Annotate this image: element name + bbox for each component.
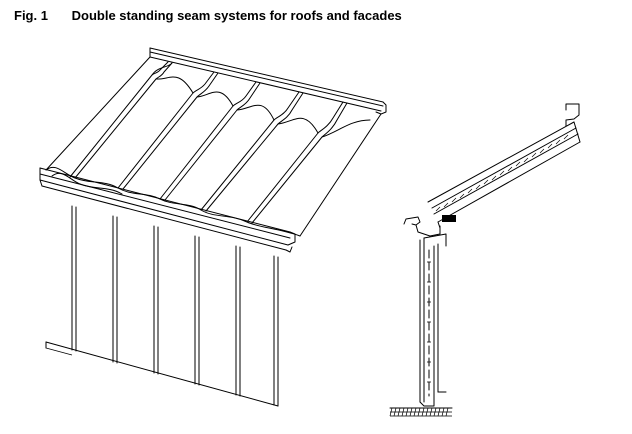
figure-label: Fig. 1 — [14, 8, 48, 23]
roof-right-edge — [299, 113, 382, 237]
roof-slope-section — [427, 121, 581, 229]
roof-left-edge — [45, 56, 151, 171]
eave-gutter — [403, 216, 421, 226]
ridge-hook — [565, 103, 580, 127]
panel-profile-top — [151, 62, 371, 138]
facade-panels — [45, 205, 279, 407]
eave-rail — [39, 166, 301, 253]
ridge-rail — [149, 47, 387, 115]
eave-block — [442, 215, 456, 222]
ground-hatch — [389, 407, 453, 417]
wall-section — [419, 233, 447, 407]
roof-facade-isometric — [39, 47, 387, 407]
figure-title: Double standing seam systems for roofs a… — [71, 8, 402, 23]
section-detail — [389, 103, 581, 417]
figure-caption: Fig. 1 Double standing seam systems for … — [14, 8, 402, 28]
